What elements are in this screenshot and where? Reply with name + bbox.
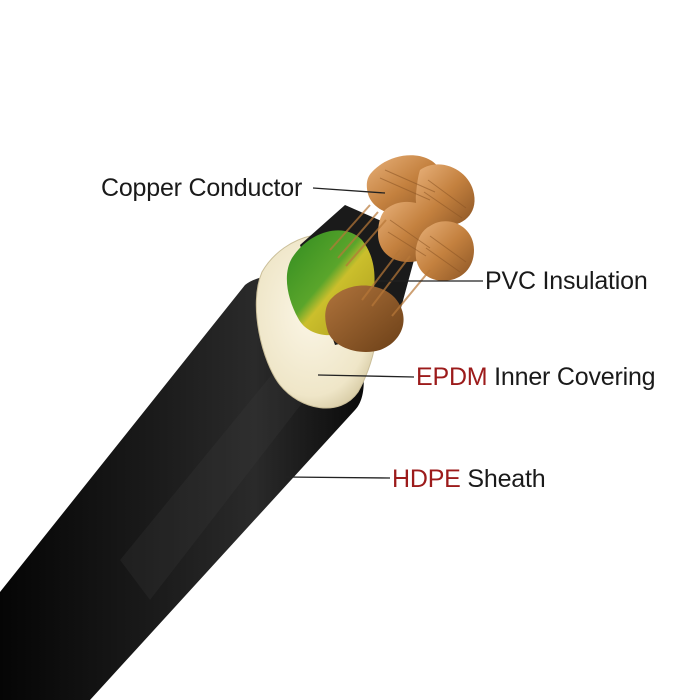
epdm-description: Inner Covering	[487, 363, 656, 391]
epdm-inner-covering-label: EPDM Inner Covering	[416, 363, 656, 391]
pvc-insulation-label: PVC Insulation	[485, 267, 648, 295]
leader-copper	[312, 187, 386, 194]
copper-conductor-text: Copper Conductor	[101, 174, 303, 202]
hdpe-sheath-body	[0, 276, 364, 700]
hdpe-acronym: HDPE	[392, 465, 461, 493]
hdpe-sheath-label: HDPE Sheath	[392, 465, 546, 493]
brown-insulation	[325, 285, 404, 352]
pvc-insulation-text: PVC Insulation	[485, 267, 648, 295]
epdm-acronym: EPDM	[416, 363, 488, 391]
leader-hdpe	[284, 476, 391, 479]
copper-strands	[329, 155, 475, 317]
hdpe-description: Sheath	[460, 465, 546, 493]
leader-lines	[284, 187, 483, 479]
leader-epdm	[317, 374, 415, 378]
hdpe-sheath-highlight	[120, 340, 320, 600]
copper-conductor-label: Copper Conductor	[101, 174, 302, 202]
